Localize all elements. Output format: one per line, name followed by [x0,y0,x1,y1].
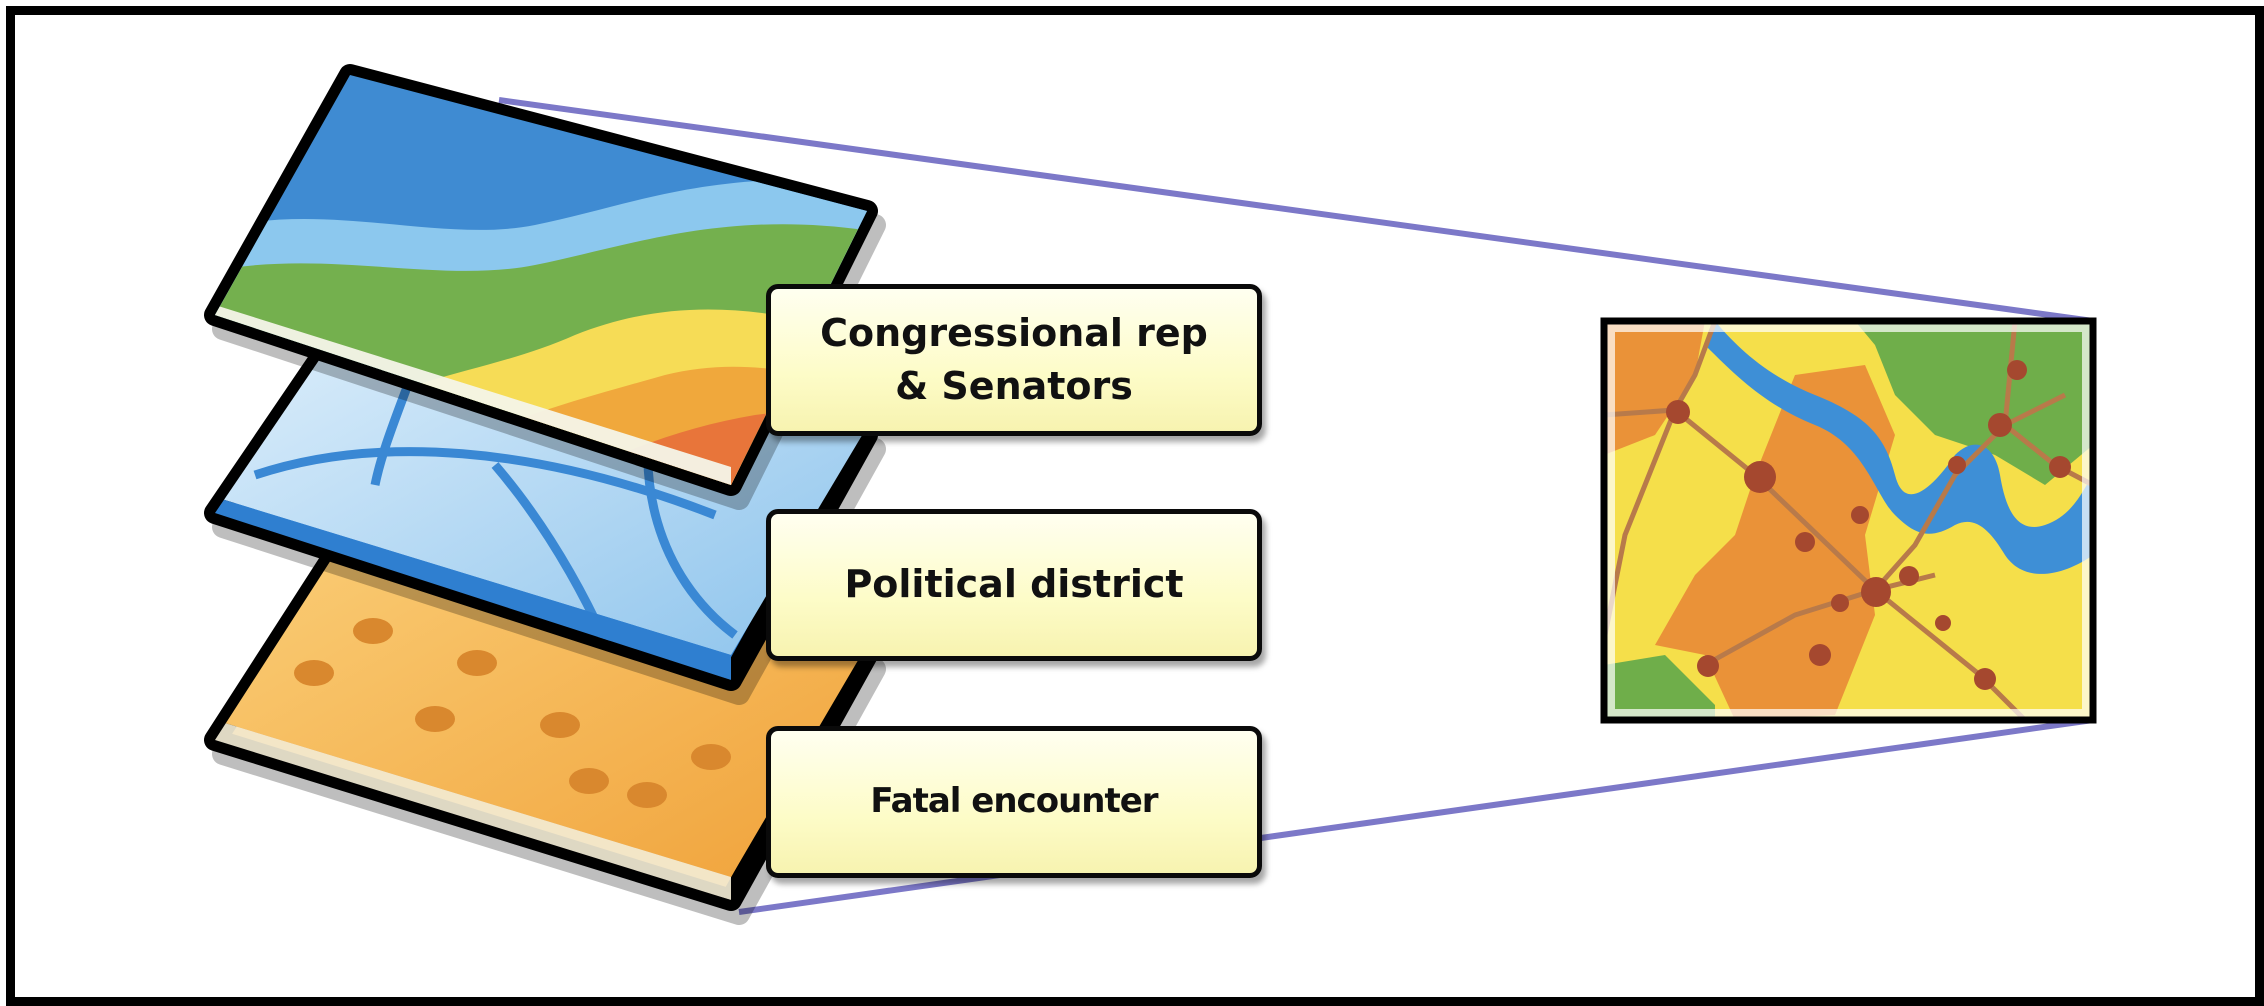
callout-line-top [498,97,2094,324]
map-inset-icon [1600,317,2097,724]
incident-dots [294,618,731,808]
label-political-district: Political district [766,509,1262,661]
map-location-dots [1666,360,2071,690]
label-congressional-rep-text: Congressional rep & Senators [820,310,1208,408]
callout-line-bottom [738,717,2094,915]
label-congressional-rep: Congressional rep & Senators [766,284,1262,436]
label-fatal-encounter-text: Fatal encounter [870,781,1158,822]
layered-map-stack-icon [204,64,886,925]
layer-diagram-graphic [204,64,2097,925]
callout-lines [498,97,2094,915]
diagram-frame: Congressional rep & Senators Political d… [6,6,2264,1006]
label-fatal-encounter: Fatal encounter [766,726,1262,878]
label-political-district-text: Political district [844,562,1184,607]
